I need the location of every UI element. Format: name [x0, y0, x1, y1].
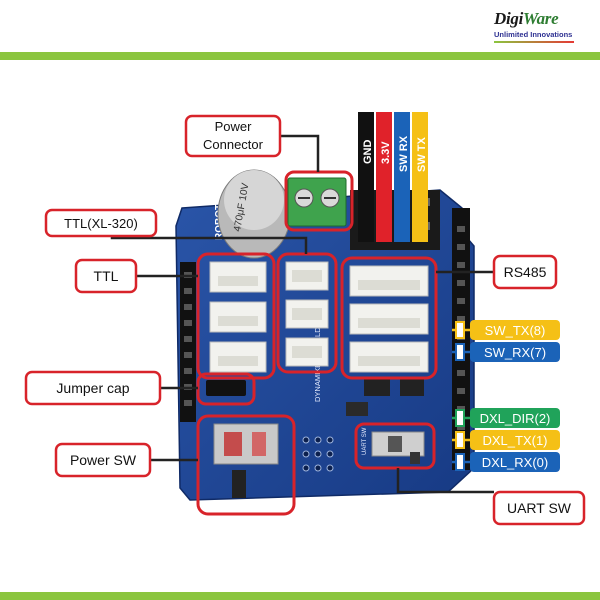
- rs485-label: RS485: [504, 264, 547, 280]
- power-connector-leader: [280, 134, 320, 172]
- signal-wires: GND 3.3V SW RX SW TX: [358, 112, 428, 242]
- wire-sw-tx: [412, 112, 428, 242]
- uart-sw-leader: [396, 468, 494, 494]
- power-connector-label-line1: Power: [215, 119, 253, 134]
- logo-underline: [494, 41, 574, 43]
- diagram-canvas: ROBOTIS DYNAMIXEL_SHIELD UART SW 470μF 1: [8, 60, 592, 592]
- rs485-connector: [349, 303, 429, 335]
- callout-rs485: RS485: [492, 254, 558, 290]
- ic-chip-2: [400, 378, 424, 396]
- pin-dxl-rx-text: DXL_RX(0): [482, 455, 548, 470]
- power-connector-label-line2: Connector: [203, 137, 264, 152]
- wire-sw-rx: [394, 112, 410, 242]
- uart-sw-outline: [354, 422, 436, 470]
- ic-chip-3: [346, 402, 368, 416]
- jumper-cap-part: [206, 380, 246, 396]
- pin-dxl-tx-text: DXL_TX(1): [482, 433, 547, 448]
- wire-sw-rx-label: SW RX: [398, 135, 410, 172]
- pin-label-sw-rx: SW_RX(7): [455, 342, 560, 362]
- power-sw-outline: [196, 414, 296, 516]
- power-sw-label: Power SW: [70, 452, 137, 468]
- pin-label-sw-tx: SW_TX(8): [455, 320, 560, 340]
- ttl-connector: [209, 301, 267, 333]
- board-uart-print: UART SW: [362, 427, 368, 455]
- pin-sw-tx-text: SW_TX(8): [485, 323, 546, 338]
- rs485-outline: [340, 256, 438, 380]
- pin-label-dxl-dir: DXL_DIR(2): [455, 408, 560, 428]
- callout-jumper-cap: Jumper cap: [24, 370, 162, 406]
- bottom-green-band: [0, 592, 600, 600]
- wire-3v3-label: 3.3V: [380, 141, 392, 164]
- wire-gnd-label: GND: [362, 140, 374, 165]
- power-switch-part: [213, 423, 279, 498]
- callout-ttl-xl320: TTL(XL-320): [44, 208, 158, 238]
- uart-sw-label: UART SW: [507, 500, 572, 516]
- shield-diagram: ROBOTIS DYNAMIXEL_SHIELD UART SW 470μF 1: [24, 112, 586, 526]
- power-terminal-block: [287, 177, 347, 227]
- ttl-connectors: [209, 261, 267, 373]
- logo-brand-part1: Digi: [494, 9, 524, 28]
- pin-dxl-dir-text: DXL_DIR(2): [480, 411, 551, 426]
- logo-brand: DigiWare: [494, 9, 559, 29]
- wire-sw-tx-label: SW TX: [416, 137, 428, 172]
- top-green-band: [0, 52, 600, 60]
- pin-label-dxl-tx: DXL_TX(1): [455, 430, 560, 450]
- pin-label-dxl-rx: DXL_RX(0): [455, 452, 560, 472]
- callout-ttl: TTL: [74, 258, 138, 294]
- callout-uart-sw: UART SW: [492, 490, 586, 526]
- ic-chip-1: [364, 378, 390, 396]
- rs485-connectors: [349, 265, 429, 373]
- uart-switch-part: [371, 431, 425, 464]
- xl320-connector: [285, 261, 329, 291]
- rs485-connector: [349, 265, 429, 297]
- logo-tagline: Unlimited Innovations: [494, 30, 573, 39]
- jumper-cap-label: Jumper cap: [56, 380, 129, 396]
- ttl-outline: [196, 252, 276, 380]
- ttl-xl320-label: TTL(XL-320): [64, 216, 138, 231]
- ttl-connector: [209, 261, 267, 293]
- xl320-connector: [285, 337, 329, 367]
- logo-brand-part2: Ware: [523, 9, 559, 28]
- wire-3v3: [376, 112, 392, 242]
- callout-power-connector: Power Connector: [184, 114, 282, 158]
- xl320-connector: [285, 299, 329, 329]
- ttl-label: TTL: [94, 268, 119, 284]
- callout-power-sw: Power SW: [54, 442, 152, 478]
- digiware-logo: DigiWare Unlimited Innovations: [488, 4, 580, 46]
- rs485-connector: [349, 341, 429, 373]
- ttl-connector: [209, 341, 267, 373]
- pin-sw-rx-text: SW_RX(7): [484, 345, 546, 360]
- wire-gnd: [358, 112, 374, 242]
- capacitor: 470μF 10V: [217, 169, 291, 259]
- ttl-xl320-connectors: [285, 261, 329, 367]
